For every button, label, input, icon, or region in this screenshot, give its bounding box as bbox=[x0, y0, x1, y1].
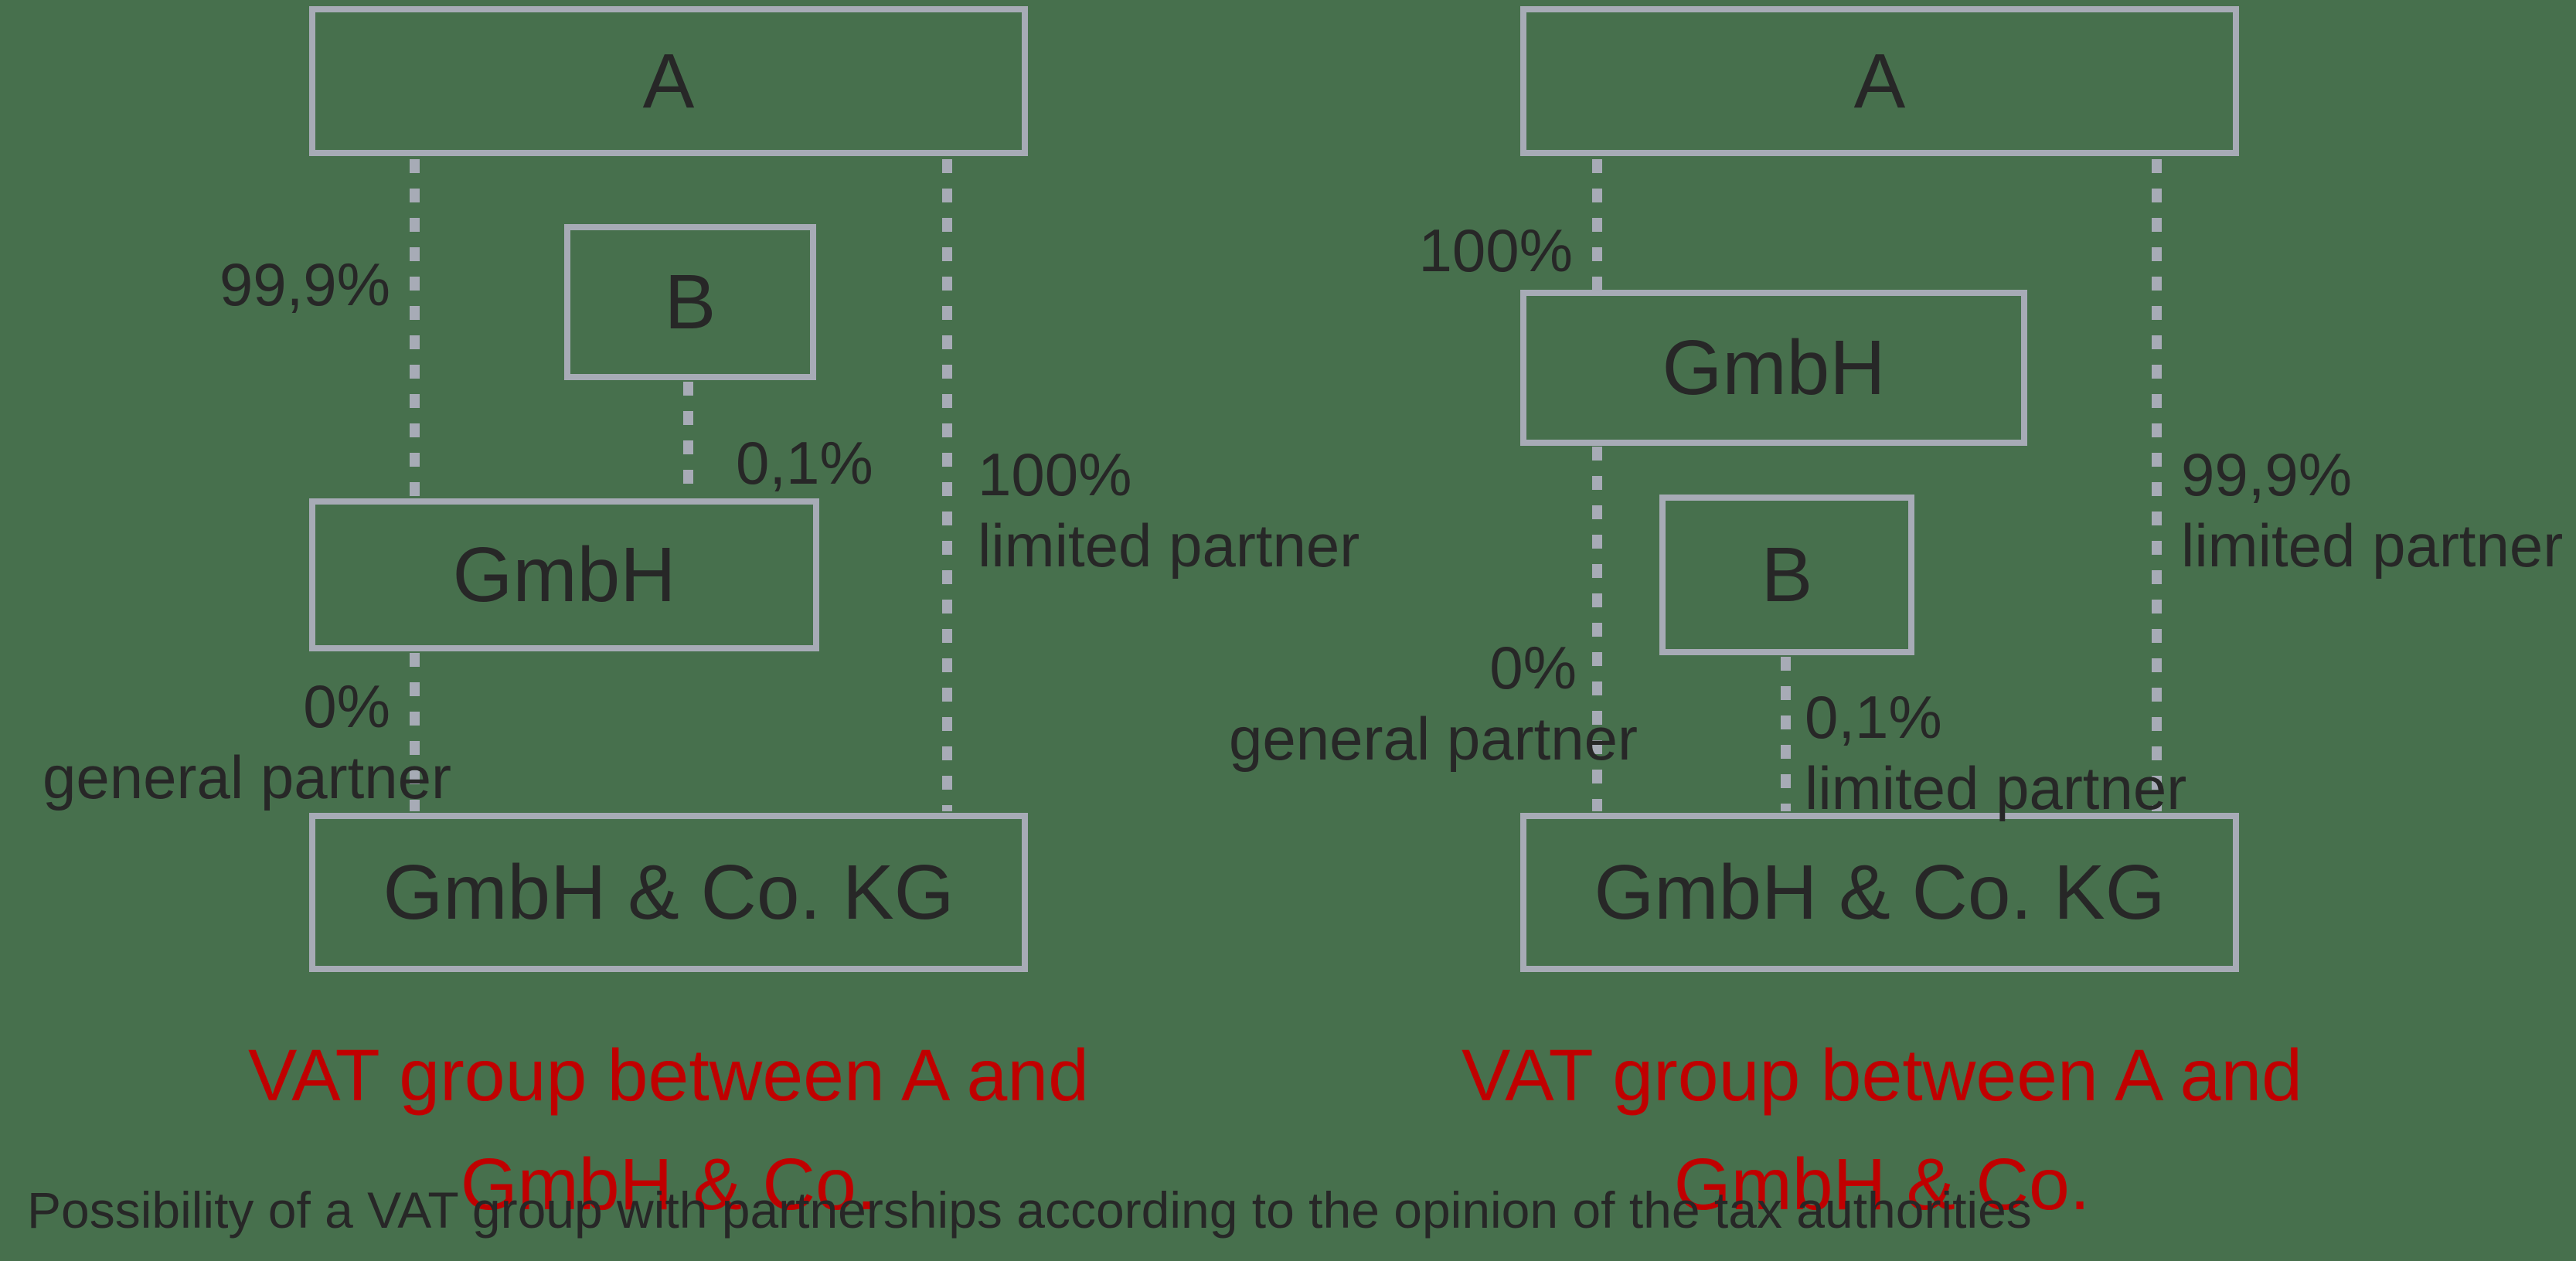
left-label-b-gmbh-share: 0,1% bbox=[736, 429, 873, 497]
left-label-a-gmbh-share: 99,9% bbox=[219, 250, 390, 318]
left-box-a-label: A bbox=[642, 37, 695, 124]
left-box-kg-label: GmbH & Co. KG bbox=[383, 848, 955, 936]
right-box-kg-label: GmbH & Co. KG bbox=[1594, 848, 2166, 936]
right-connector-gmbh-kg bbox=[1592, 447, 1602, 811]
left-result-text: VAT group between A and GmbH & Co. KG po… bbox=[247, 1035, 1090, 1261]
left-box-b: B bbox=[564, 224, 816, 380]
left-box-a: A bbox=[309, 6, 1028, 156]
left-connector-b-gmbh bbox=[683, 382, 693, 497]
right-connector-a-gmbh bbox=[1592, 159, 1602, 290]
right-result-text: VAT group between A and GmbH & Co. KG no… bbox=[1461, 1035, 2303, 1261]
left-box-gmbh-label: GmbH bbox=[452, 531, 676, 618]
right-label-b-kg-share: 0,1% limited partner bbox=[1805, 683, 2187, 823]
left-connector-a-kg bbox=[942, 159, 952, 811]
right-box-a-label: A bbox=[1853, 37, 1906, 124]
right-label-a-gmbh-share: 100% bbox=[1418, 216, 1574, 284]
left-connector-gmbh-kg bbox=[410, 653, 420, 811]
left-box-b-label: B bbox=[664, 258, 716, 345]
right-box-b-label: B bbox=[1761, 531, 1813, 618]
right-box-a: A bbox=[1520, 6, 2239, 156]
left-connector-a-gmbh bbox=[410, 159, 420, 496]
left-label-gmbh-kg-share: 0% general partner bbox=[43, 672, 452, 812]
right-label-gmbh-kg-share: 0% general partner bbox=[1229, 634, 1638, 773]
right-connector-b-kg bbox=[1781, 657, 1791, 811]
figure-caption: Possibility of a VAT group with partners… bbox=[27, 1181, 2032, 1239]
right-box-gmbh: GmbH bbox=[1520, 290, 2027, 446]
left-box-gmbh: GmbH bbox=[309, 498, 819, 651]
left-label-a-kg-share: 100% limited partner bbox=[978, 440, 1360, 580]
right-box-gmbh-label: GmbH bbox=[1662, 324, 1886, 411]
left-box-kg: GmbH & Co. KG bbox=[309, 813, 1028, 972]
right-connector-a-kg bbox=[2152, 159, 2162, 811]
right-box-b: B bbox=[1659, 495, 1914, 655]
right-label-a-kg-share: 99,9% limited partner bbox=[2181, 440, 2564, 580]
right-box-kg: GmbH & Co. KG bbox=[1520, 813, 2239, 972]
